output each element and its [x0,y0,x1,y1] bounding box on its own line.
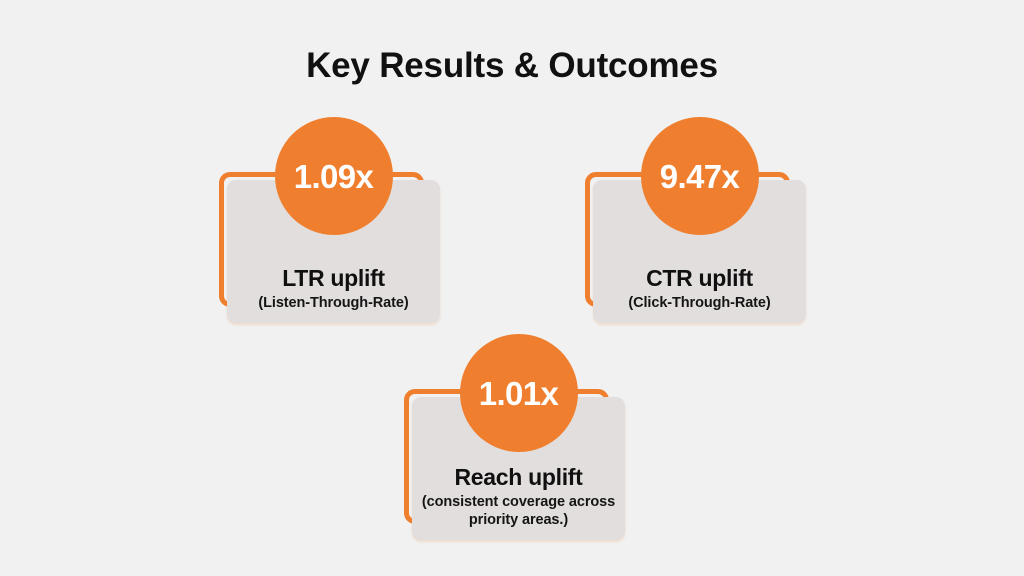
metric-value: 1.01x [478,374,559,412]
card-text-block: Reach uplift (consistent coverage across… [420,463,617,529]
metric-label: CTR uplift [646,265,753,291]
metric-badge-circle: 1.01x [459,334,578,452]
page-title: Key Results & Outcomes [306,46,718,85]
stat-card-ltr: 1.09x LTR uplift (Listen-Through-Rate) [219,117,440,323]
metric-sublabel: (Listen-Through-Rate) [258,295,409,311]
metric-value: 9.47x [659,157,740,195]
metric-value: 1.09x [293,157,374,195]
card-text-block: CTR uplift (Click-Through-Rate) [601,264,798,312]
card-text-block: LTR uplift (Listen-Through-Rate) [235,264,432,312]
metric-badge-circle: 1.09x [274,117,393,235]
metric-label: LTR uplift [282,265,385,291]
metric-label: Reach uplift [454,464,583,490]
metric-badge-circle: 9.47x [640,117,759,235]
metric-sublabel: (consistent coverage across priority are… [421,494,616,528]
metric-sublabel: (Click-Through-Rate) [628,295,771,311]
stat-card-reach: 1.01x Reach uplift (consistent coverage … [404,334,625,540]
stat-card-ctr: 9.47x CTR uplift (Click-Through-Rate) [585,117,806,323]
